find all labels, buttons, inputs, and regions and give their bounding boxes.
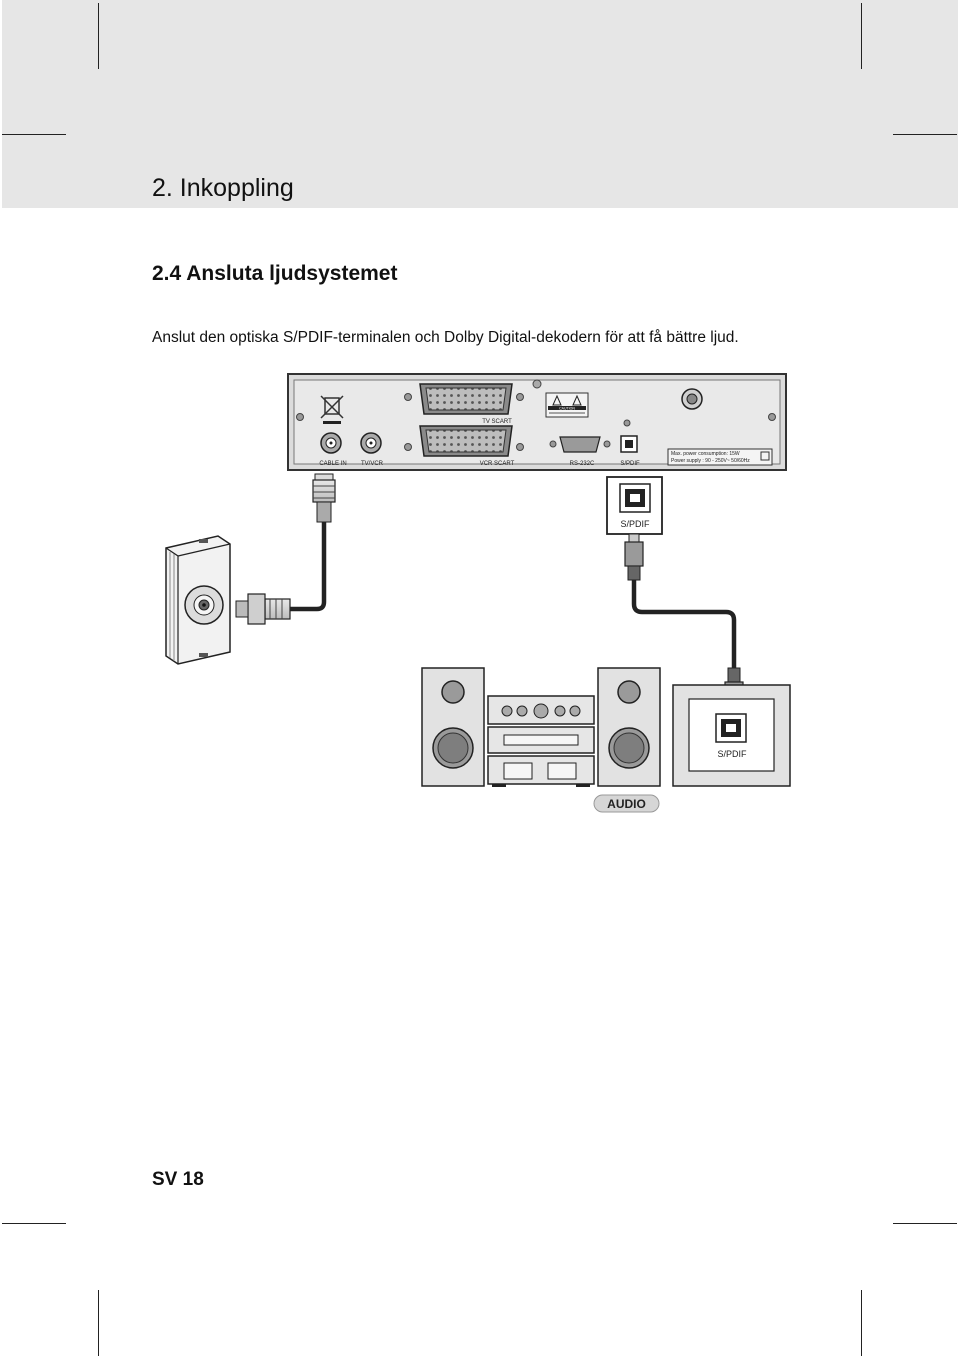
- audio-system: S/PDIF AUDIO: [421, 667, 791, 813]
- audio-badge-label: AUDIO: [607, 797, 646, 811]
- vcr-scart-label: VCR SCART: [480, 461, 515, 467]
- instruction-text: Anslut den optiska S/PDIF-terminalen och…: [152, 329, 739, 346]
- subsection-title: 2.4 Ansluta ljudsystemet: [152, 262, 398, 285]
- spdif-port-receiver: [620, 435, 638, 453]
- audio-spdif-panel: S/PDIF: [672, 684, 791, 787]
- tv-scart-port: [419, 383, 513, 415]
- audio-badge: AUDIO: [593, 794, 660, 813]
- wall-antenna-socket: [165, 535, 231, 665]
- page-number: SV 18: [152, 1169, 204, 1190]
- hifi-unit: [487, 695, 595, 787]
- crop-mark: [98, 3, 99, 69]
- spdif-receiver-label: S/PDIF: [620, 461, 640, 467]
- crop-mark: [893, 134, 957, 135]
- antenna-cable: [235, 473, 336, 625]
- crop-mark: [861, 3, 862, 69]
- receiver-rear-panel: TV SCART VCR SCART CABLE IN TV/VCR RS-23…: [287, 373, 787, 471]
- power-info-plate: [667, 448, 773, 466]
- caution-label: [545, 392, 589, 418]
- crop-mark: [861, 1290, 862, 1356]
- tv-vcr-port: [360, 432, 382, 454]
- rs232c-label: RS-232C: [570, 461, 595, 467]
- cable-in-label: CABLE IN: [319, 461, 346, 467]
- tv-vcr-label: TV/VCR: [361, 461, 384, 467]
- caution-text: CAUTION: [559, 407, 575, 411]
- connection-diagram: TV SCART VCR SCART CABLE IN TV/VCR RS-23…: [165, 373, 791, 813]
- left-speaker: [421, 667, 485, 787]
- right-speaker: [597, 667, 661, 787]
- rs232c-port: [549, 436, 611, 453]
- tv-scart-label: TV SCART: [482, 419, 512, 425]
- crop-mark: [98, 1290, 99, 1356]
- vcr-scart-port: [419, 425, 513, 457]
- section-title: 2. Inkoppling: [152, 174, 294, 202]
- crop-mark: [2, 1223, 66, 1224]
- spdif-callout-label: S/PDIF: [620, 519, 650, 529]
- weee-bin-icon: [320, 395, 344, 424]
- cable-in-port: [320, 432, 342, 454]
- crop-mark: [893, 1223, 957, 1224]
- power-supply-text: Power supply : 90 - 250V~ 50/60Hz: [671, 458, 750, 464]
- spdif-callout-box: S/PDIF: [606, 476, 663, 535]
- crop-mark: [2, 134, 66, 135]
- header-band: [2, 0, 958, 208]
- audio-spdif-label: S/PDIF: [717, 749, 747, 759]
- power-consumption-text: Max. power consumption: 15W: [671, 451, 740, 457]
